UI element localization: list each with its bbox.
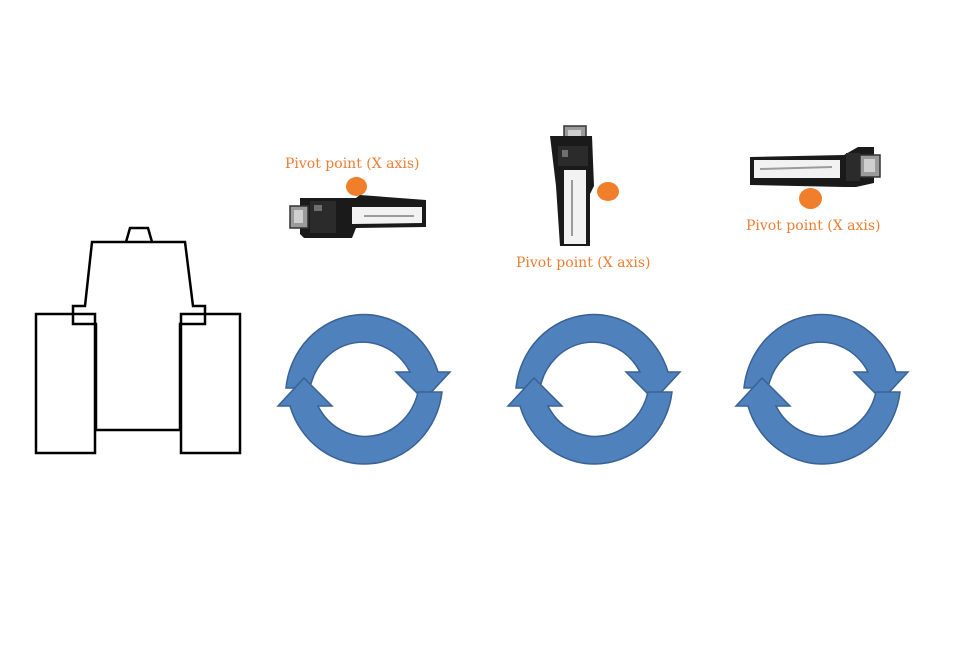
pivot-dot-icon (799, 188, 822, 209)
part-image-1 (286, 190, 430, 244)
rotation-cycle-icon (730, 296, 914, 482)
rotation-cycle-icon (502, 296, 686, 482)
robot-outline-icon (30, 222, 246, 458)
pivot-label-3: Pivot point (X axis) (746, 218, 881, 234)
pivot-dot-icon (597, 182, 619, 201)
pivot-label-1: Pivot point (X axis) (285, 156, 420, 172)
part-image-2 (546, 124, 598, 250)
part-image-3 (748, 143, 884, 191)
pivot-label-2: Pivot point (X axis) (516, 255, 651, 271)
rotation-cycle-icon (272, 296, 456, 482)
